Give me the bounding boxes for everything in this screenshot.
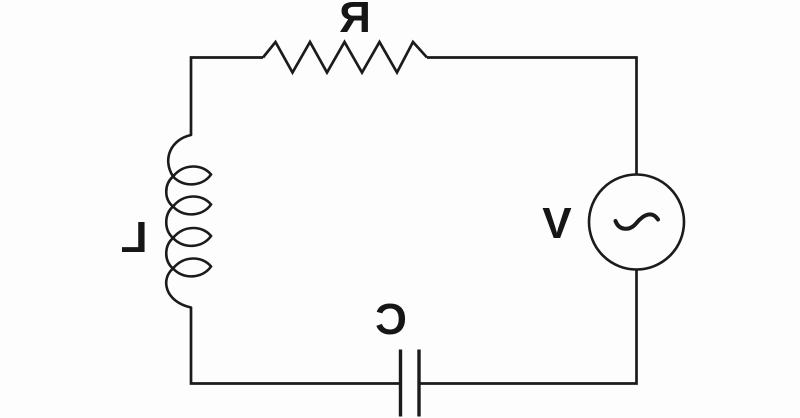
inductor-label: L	[120, 213, 148, 262]
wire-bottom-right	[419, 269, 638, 385]
coil-spine	[164, 133, 193, 309]
source-label: V	[542, 199, 572, 248]
inductor-coil-icon	[164, 133, 213, 309]
capacitor-parallel-plates-icon	[398, 349, 421, 417]
capacitor-label: C	[375, 295, 407, 344]
coil-loop-2	[171, 195, 213, 216]
sine-wave-icon	[613, 212, 660, 231]
coil-loop-3	[171, 226, 213, 248]
wire-top-right	[427, 56, 638, 175]
ac-source-sine-circle-icon	[587, 173, 686, 271]
wire-bottom-left	[189, 307, 401, 385]
wire-top-left	[189, 56, 263, 135]
resistor-label: R	[339, 0, 371, 42]
coil-loop-4	[171, 257, 213, 278]
coil-loop-1	[171, 165, 213, 186]
resistor-zigzag-icon	[261, 39, 429, 76]
